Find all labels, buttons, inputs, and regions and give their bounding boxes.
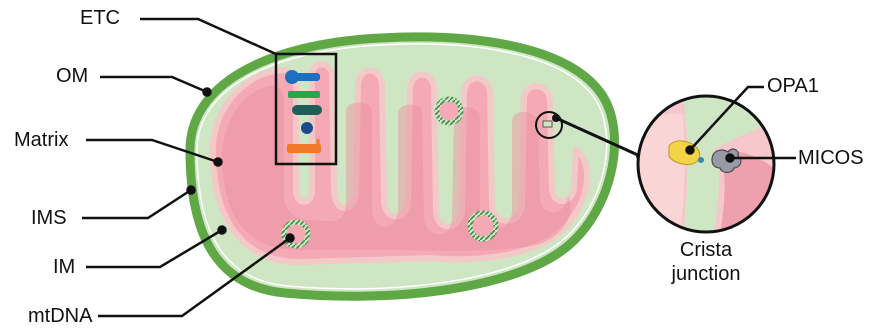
opa1-contact-dot [698, 157, 704, 163]
mitochondrion-icon [190, 37, 615, 296]
label-om: OM [56, 66, 88, 86]
leader-matrix-dot [215, 159, 222, 166]
label-im: IM [53, 257, 75, 277]
crista-junction-zoom [636, 94, 776, 240]
label-matrix: Matrix [14, 130, 68, 150]
label-crista-line1: Crista [656, 238, 756, 262]
label-opa1: OPA1 [767, 76, 819, 96]
leader-mtdna-dot [287, 235, 294, 242]
mtdna-ring-3 [470, 213, 496, 239]
leader-im-dot [219, 227, 226, 234]
leader-etc [140, 19, 276, 54]
label-crista-line2: junction [656, 262, 756, 286]
etc-complex-iii [292, 105, 322, 115]
leader-micos-dot [727, 155, 734, 162]
label-ims: IMS [31, 208, 67, 228]
zoom-connector-dot-left [552, 114, 560, 122]
leader-opa1-dot [687, 147, 694, 154]
etc-atp-synthase [287, 144, 321, 153]
label-micos: MICOS [798, 148, 864, 168]
leader-om-dot [204, 89, 211, 96]
label-mtdna: mtDNA [28, 306, 92, 326]
leader-ims [82, 190, 191, 218]
leader-ims-dot [188, 187, 195, 194]
etc-complex-iv [301, 122, 313, 134]
label-crista-junction: Crista junction [656, 238, 756, 286]
crista-junction-marker-detail [543, 121, 552, 127]
label-etc: ETC [80, 8, 120, 28]
mtdna-ring-1 [437, 99, 461, 123]
etc-complex-ii [288, 91, 320, 98]
etc-complex-i-arm [292, 73, 320, 81]
leader-om [100, 77, 207, 92]
